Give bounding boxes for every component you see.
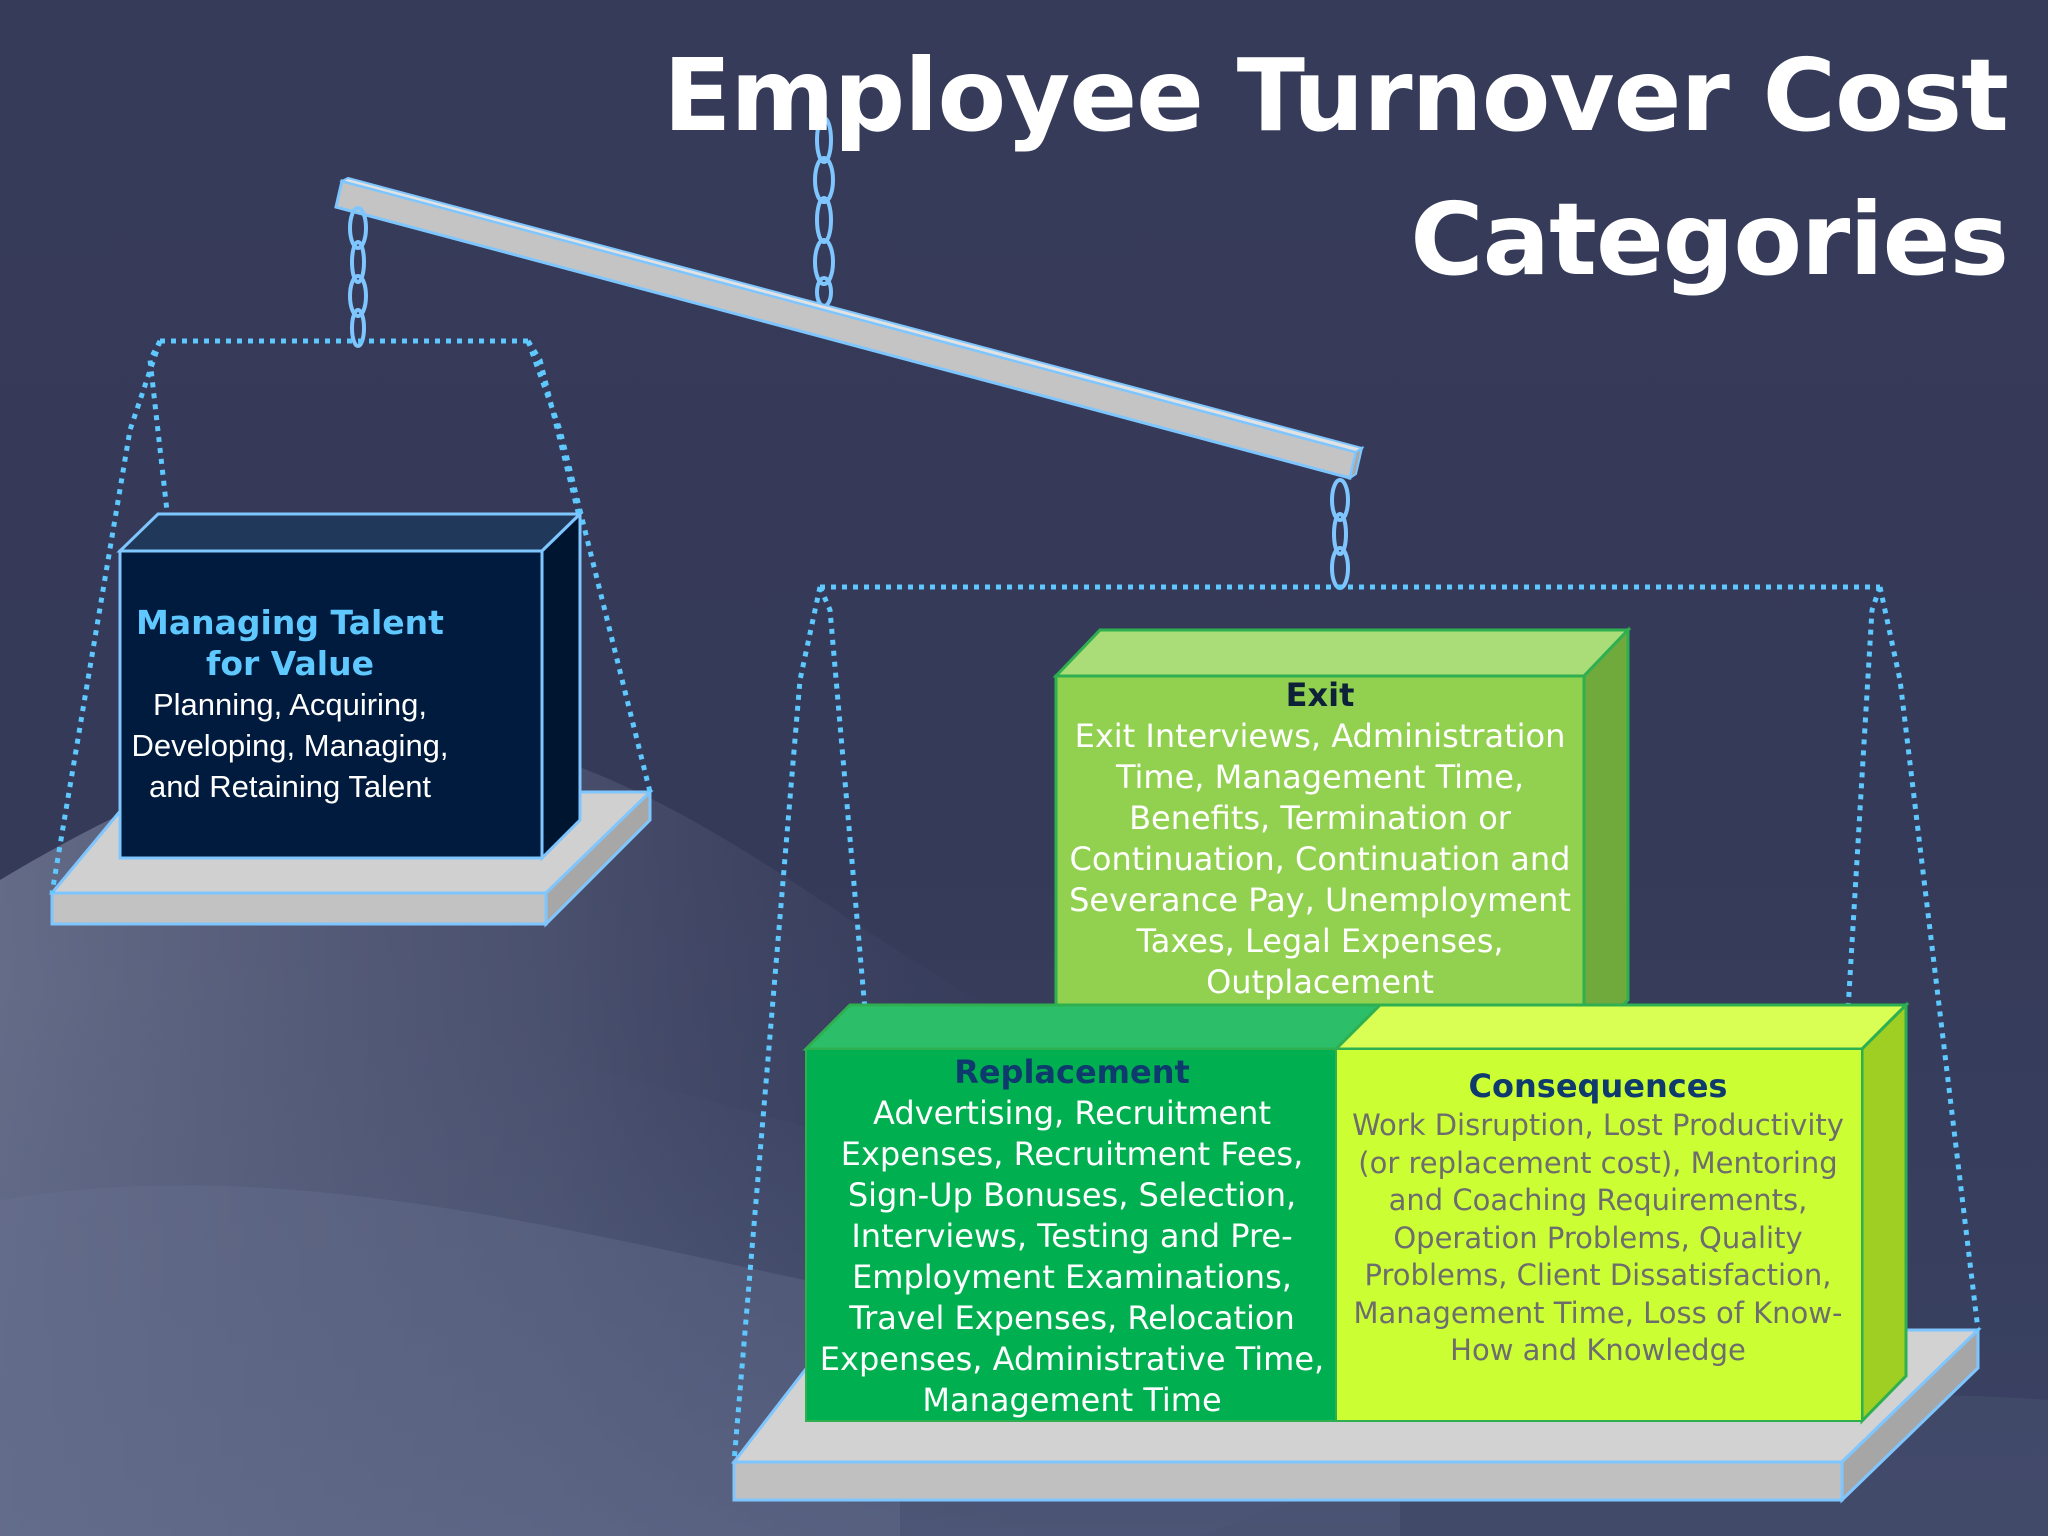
- left-chain: [348, 206, 368, 348]
- replacement-heading: Replacement: [954, 1053, 1190, 1091]
- page-title: Employee Turnover Cost Categories: [608, 24, 2009, 312]
- consequences-body: Work Disruption, Lost Productivity (or r…: [1352, 1108, 1844, 1367]
- talent-body: Planning, Acquiring, Developing, Managin…: [131, 687, 449, 804]
- exit-box-label: Exit Exit Interviews, Administration Tim…: [1060, 675, 1580, 1003]
- talent-box: [116, 510, 584, 862]
- title-line-2: Categories: [1410, 181, 2009, 298]
- replacement-body: Advertising, Recruitment Expenses, Recru…: [819, 1094, 1325, 1419]
- exit-heading: Exit: [1285, 676, 1355, 714]
- left-front-ropes: [49, 340, 653, 894]
- right-chain: [1330, 478, 1350, 590]
- consequences-box-label: Consequences Work Disruption, Lost Produ…: [1338, 1066, 1858, 1370]
- scale-beam: [334, 176, 1365, 481]
- talent-box-label: Managing Talent for Value Planning, Acqu…: [122, 602, 458, 807]
- consequences-heading: Consequences: [1468, 1067, 1728, 1105]
- exit-box: [1052, 626, 1632, 1050]
- exit-body: Exit Interviews, Administration Time, Ma…: [1069, 717, 1571, 1001]
- left-ropes: [147, 338, 583, 521]
- right-front-ropes: [731, 586, 1981, 1463]
- replacement-box-label: Replacement Advertising, Recruitment Exp…: [808, 1052, 1336, 1421]
- title-line-1: Employee Turnover Cost: [663, 37, 2009, 154]
- right-ropes: [817, 584, 1883, 1011]
- replacement-box: [802, 1003, 1384, 1422]
- consequences-box: [1332, 1001, 1910, 1425]
- talent-heading: Managing Talent for Value: [136, 603, 444, 683]
